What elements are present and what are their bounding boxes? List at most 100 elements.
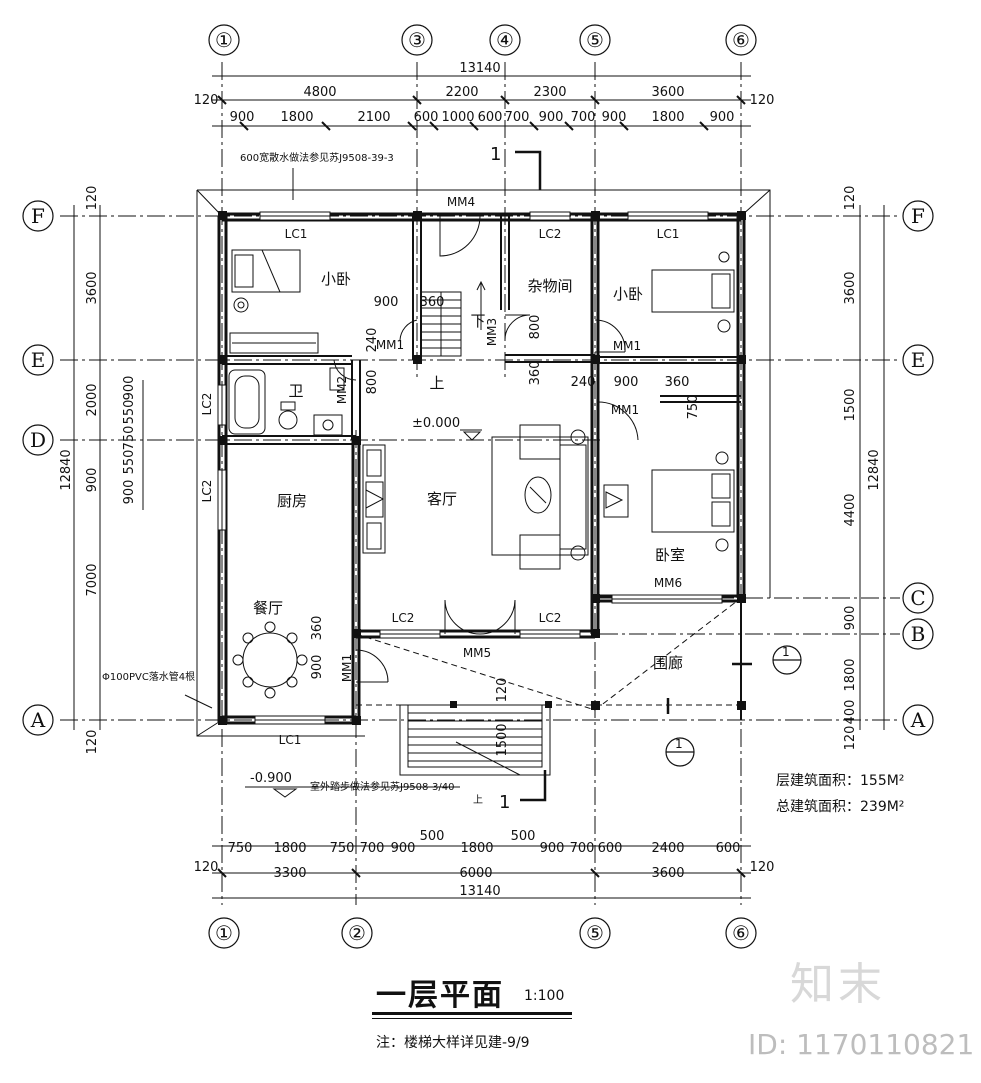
dim-right-total: 12840 <box>867 449 882 490</box>
dim-left-total: 12840 <box>59 449 74 490</box>
window-label: LC2 <box>539 611 562 625</box>
note-eave: 600宽散水做法参见苏J9508-39-3 <box>240 151 394 164</box>
room-dining: 餐厅 <box>253 599 283 617</box>
axis-label-bottom-1: ① <box>215 921 233 945</box>
dim-top-row2: 1800 <box>280 110 313 125</box>
dim-left-small: 900 <box>122 376 137 401</box>
dim-top-row2: 900 <box>602 110 627 125</box>
dim-top-row2: 1000 <box>441 110 474 125</box>
inner-dim: 900 <box>614 375 639 390</box>
dim-left: 2000 <box>85 383 100 416</box>
dim-bottom-row2: 3300 <box>273 866 306 881</box>
dim-top-row2: 1800 <box>651 110 684 125</box>
dim-top-row2: 900 <box>230 110 255 125</box>
dim-top-edge: 120 <box>750 93 775 108</box>
image-id-watermark: ID: 1170110821 <box>748 1028 975 1061</box>
axis-label-bottom-2: ② <box>348 921 366 945</box>
room-small-bedroom-right: 小卧 <box>613 285 643 303</box>
inner-dim: 1500 <box>495 723 510 756</box>
outdoor-level: -0.900 <box>250 771 292 786</box>
door-label: MM3 <box>485 318 499 346</box>
inner-dim: 900 <box>374 295 399 310</box>
window-label: LC1 <box>279 733 302 747</box>
dim-left-small: 900 <box>122 480 137 505</box>
inner-dim: 360 <box>310 616 325 641</box>
door-label: MM1 <box>376 338 404 352</box>
dim-bottom-row1: 2400 <box>651 841 684 856</box>
dim-bottom-row2: 6000 <box>459 866 492 881</box>
stair-up-label: 上 <box>429 374 444 392</box>
dim-right: 120 <box>843 186 858 211</box>
dim-bottom-row1: 500 <box>420 829 445 844</box>
section-mark-bottom: 1 <box>499 792 510 813</box>
inner-dim: 800 <box>528 315 543 340</box>
dim-right: 3600 <box>843 271 858 304</box>
dim-top-row1: 2300 <box>533 85 566 100</box>
section-circle-label: 1 <box>675 737 683 751</box>
room-bathroom: 卫 <box>288 382 303 400</box>
window-label: LC2 <box>200 393 214 416</box>
dim-right: 900 <box>843 606 858 631</box>
dim-right: 400 <box>843 700 858 725</box>
dim-bottom-row1: 900 <box>391 841 416 856</box>
door-label: MM2 <box>335 376 349 404</box>
dim-top-row2: 600 <box>414 110 439 125</box>
axis-label-bottom-5: ⑤ <box>586 921 604 945</box>
dim-bottom-row1: 500 <box>511 829 536 844</box>
steps-up-label: 上 <box>473 794 483 806</box>
dim-top-row1: 3600 <box>651 85 684 100</box>
inner-dim: 240 <box>365 328 380 353</box>
axis-label-right-c: C <box>910 586 925 610</box>
door-label: MM1 <box>611 403 639 417</box>
dim-top-row2: 700 <box>571 110 596 125</box>
axis-label-right-b: B <box>911 622 926 646</box>
axis-label-top-1: ① <box>215 28 233 52</box>
dim-bottom-row1: 1800 <box>273 841 306 856</box>
floor-area: 层建筑面积：155M² <box>776 773 905 789</box>
door-label: MM6 <box>654 576 682 590</box>
room-bedroom: 卧室 <box>655 546 685 564</box>
axis-label-right-f: F <box>911 204 925 228</box>
room-living: 客厅 <box>427 490 457 508</box>
dim-bottom-row1: 750 <box>330 841 355 856</box>
dim-left-small: 550 <box>122 450 137 475</box>
floor-level: ±0.000 <box>412 416 460 431</box>
axis-label-top-6: ⑥ <box>732 28 750 52</box>
stair-down-label: 下 <box>470 312 485 330</box>
door-label: MM5 <box>463 646 491 660</box>
dim-left: 120 <box>85 730 100 755</box>
dim-bottom-row2: 3600 <box>651 866 684 881</box>
note-steps: 室外踏步做法参见苏J9508-3/40 <box>310 780 454 793</box>
room-veranda: 围廊 <box>653 654 683 672</box>
drawing-title: 一层平面 <box>376 978 504 1013</box>
door-label: MM1 <box>340 654 354 682</box>
door-label: MM1 <box>613 339 641 353</box>
inner-dim: 240 <box>571 375 596 390</box>
inner-dim: 120 <box>495 678 510 703</box>
dim-top-row2: 600 <box>478 110 503 125</box>
section-circle-label: 1 <box>782 645 790 659</box>
inner-dim: 360 <box>665 375 690 390</box>
dim-left-small: 550 <box>122 400 137 425</box>
dim-top-row1: 4800 <box>303 85 336 100</box>
axis-label-left-d: D <box>30 428 46 452</box>
dim-left: 3600 <box>85 271 100 304</box>
dim-left: 900 <box>85 468 100 493</box>
dim-top-row1: 2200 <box>445 85 478 100</box>
dim-left: 7000 <box>85 563 100 596</box>
dim-bottom-edge: 120 <box>194 860 219 875</box>
dim-right: 4400 <box>843 493 858 526</box>
note-pipe: Φ100PVC落水管4根 <box>102 670 195 683</box>
axis-label-right-a: A <box>910 708 926 732</box>
dim-top-total: 13140 <box>459 61 500 76</box>
section-mark-top: 1 <box>490 144 501 165</box>
dim-bottom-total: 13140 <box>459 884 500 899</box>
dim-bottom-row1: 700 <box>570 841 595 856</box>
inner-dim: 900 <box>310 655 325 680</box>
window-label: LC1 <box>657 227 680 241</box>
window-label: LC2 <box>392 611 415 625</box>
window-label: LC2 <box>200 480 214 503</box>
dim-top-row2: 900 <box>539 110 564 125</box>
dim-bottom-edge: 120 <box>750 860 775 875</box>
